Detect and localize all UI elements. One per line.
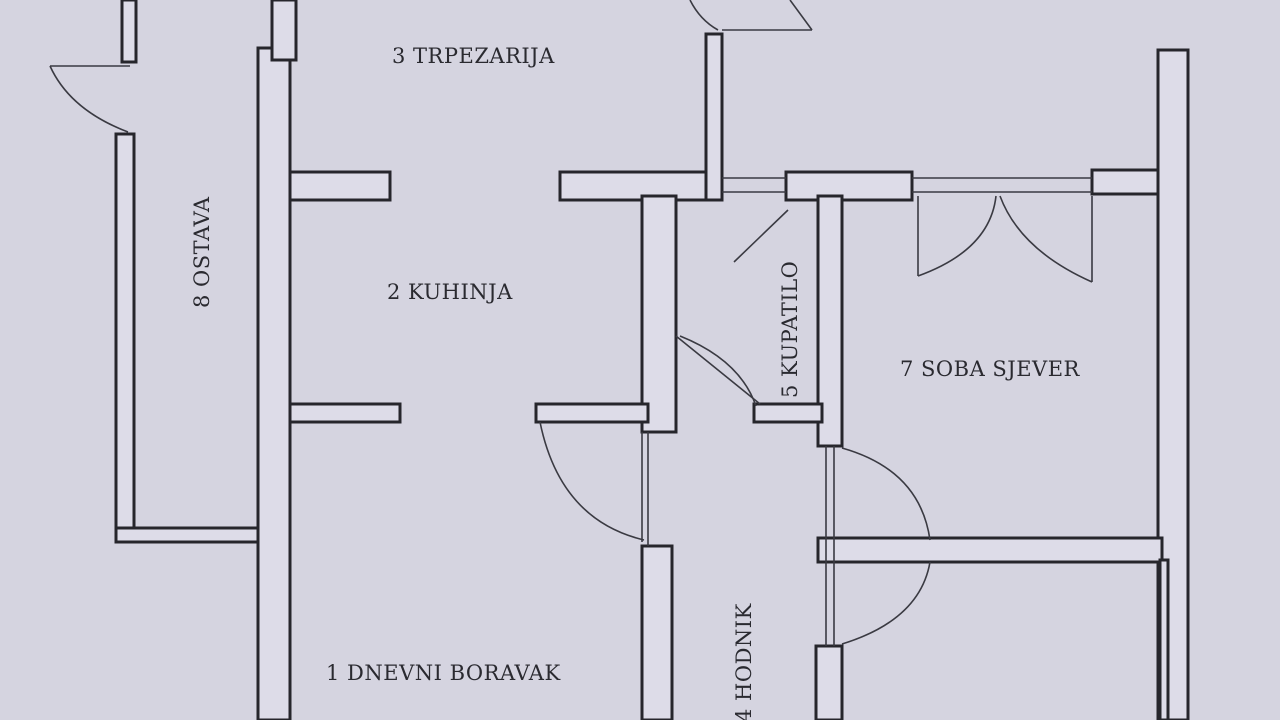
wall-kitchen-bottom-left-stub (288, 402, 402, 424)
windows (647, 29, 1092, 646)
wall-trpezarija-right (704, 32, 724, 202)
room-label-kuhinja: 2 KUHINJA (387, 280, 513, 304)
wall-kitchen-bottom-right-stub (534, 402, 650, 424)
wall-kitchen-right (640, 194, 678, 434)
wall-kitchen-top-right-stub (558, 170, 722, 202)
wall-bottom-right-partial (1158, 558, 1170, 720)
room-label-trpezarija: 3 TRPEZARIJA (392, 44, 555, 68)
wall-ostava-top (120, 0, 138, 64)
wall-main-left-upper (256, 46, 292, 720)
room-label-ostava: 8 OSTAVA (190, 196, 214, 308)
wall-main-left-top (270, 0, 298, 62)
wall-sjever-bottom (816, 536, 1164, 564)
wall-east-top-stub (1090, 168, 1166, 196)
door-swings (49, 0, 1093, 645)
wall-hodnik-right-lower (814, 644, 844, 720)
wall-ostava-bottom (114, 526, 268, 544)
walls (114, 0, 1190, 720)
room-label-dnevni-boravak: 1 DNEVNI BORAVAK (326, 661, 561, 685)
room-label-kupatilo: 5 KUPATILO (778, 261, 802, 398)
room-label-soba-sjever: 7 SOBA SJEVER (900, 357, 1081, 381)
wall-kitchen-top-left-stub (288, 170, 392, 202)
wall-kupatilo-bottom (752, 402, 824, 424)
wall-kupatilo-top (784, 170, 914, 202)
wall-ostava-left (114, 132, 136, 542)
wall-boravak-right (640, 544, 674, 720)
room-label-hodnik: 4 HODNIK (732, 603, 756, 720)
